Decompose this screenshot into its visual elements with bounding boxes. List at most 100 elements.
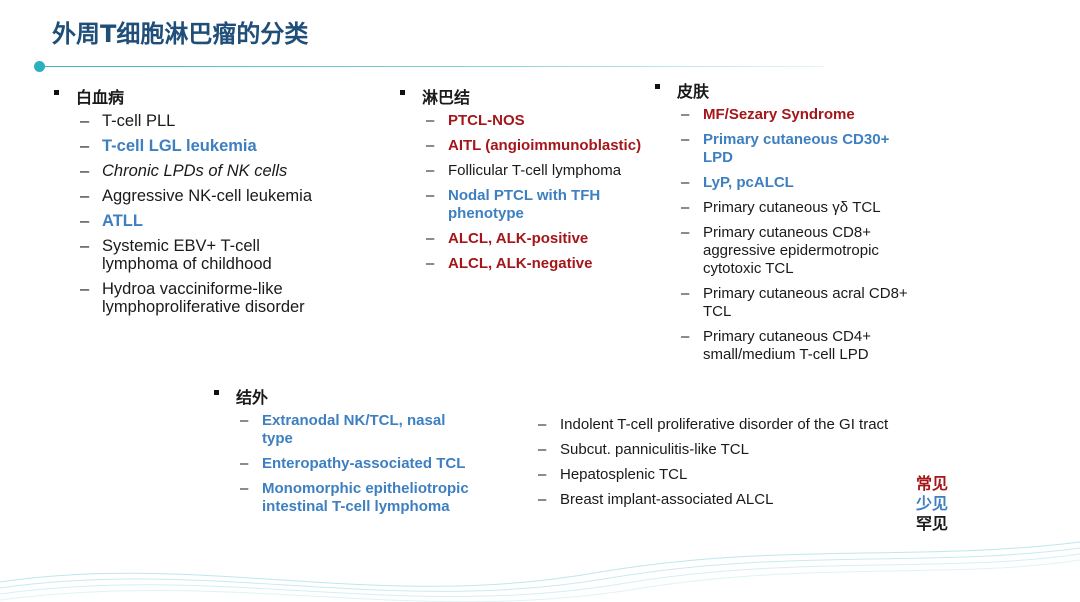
list-item-text: Primary cutaneous CD8+ aggressive epider… [703,224,879,277]
item-list: –T-cell PLL–T-cell LGL leukemia–Chronic … [80,112,329,316]
dash-bullet: – [426,230,435,247]
list-item-text: T-cell LGL leukemia [102,137,257,155]
dash-bullet: – [80,137,90,155]
list-item: –PTCL-NOS [426,112,645,130]
dash-bullet: – [426,162,435,179]
bullet-icon [214,390,219,395]
list-item: –AITL (angioimmunoblastic) [426,137,645,155]
frequency-legend: 常见 少见 罕见 [916,474,948,534]
list-item: –T-cell LGL leukemia [80,137,329,155]
section-heading: 淋巴结 [400,84,645,108]
list-item: –Subcut. panniculitis-like TCL [538,441,898,459]
list-item-text: ALCL, ALK-positive [448,230,589,247]
dash-bullet: – [240,480,249,497]
item-list: –Extranodal NK/TCL, nasal type–Enteropat… [240,412,474,516]
list-item-text: Nodal PTCL with TFH phenotype [448,187,601,222]
list-item: –Indolent T-cell proliferative disorder … [538,416,898,434]
list-item-text: Monomorphic epitheliotropic intestinal T… [262,480,469,515]
list-item-text: Indolent T-cell proliferative disorder o… [560,416,889,433]
heading-text: 白血病 [76,88,125,107]
heading-text: 皮肤 [677,82,710,101]
dash-bullet: – [80,187,90,205]
list-item-text: Enteropathy-associated TCL [262,455,466,472]
list-item-text: Extranodal NK/TCL, nasal type [262,412,446,447]
list-item: –Primary cutaneous CD4+ small/medium T-c… [681,328,920,364]
list-item: –Primary cutaneous γδ TCL [681,199,920,217]
list-item: –ALCL, ALK-positive [426,230,645,248]
dash-bullet: – [681,131,690,148]
list-item: –Monomorphic epitheliotropic intestinal … [240,480,474,516]
list-item-text: Hydroa vacciniforme-like lymphoprolifera… [102,280,305,316]
dash-bullet: – [426,187,435,204]
list-item-text: Primary cutaneous CD30+ LPD [703,131,890,166]
list-item-text: MF/Sezary Syndrome [703,106,855,123]
heading-text: 淋巴结 [422,88,471,107]
bullet-icon [400,90,405,95]
dash-bullet: – [681,328,690,345]
list-item-text: ATLL [102,212,143,230]
dash-bullet: – [80,212,90,230]
list-item-text: Primary cutaneous CD4+ small/medium T-ce… [703,328,871,363]
dash-bullet: – [426,255,435,272]
dash-bullet: – [240,412,249,429]
dash-bullet: – [538,441,547,458]
section-heading: 结外 [214,384,474,408]
list-item-text: Chronic LPDs of NK cells [102,162,288,180]
list-item-text: Breast implant-associated ALCL [560,491,774,508]
list-item: –ALCL, ALK-negative [426,255,645,273]
dash-bullet: – [80,112,90,130]
section-heading: 白血病 [54,84,329,108]
list-item: –ATLL [80,212,329,230]
dash-bullet: – [80,280,90,298]
item-list: –MF/Sezary Syndrome–Primary cutaneous CD… [681,106,920,364]
heading-text: 结外 [236,388,269,407]
list-item-text: AITL (angioimmunoblastic) [448,137,642,154]
list-item: –LyP, pcALCL [681,174,920,192]
title-divider [40,66,824,67]
list-item-text: Primary cutaneous acral CD8+ TCL [703,285,908,320]
dash-bullet: – [681,199,690,216]
list-item: –Primary cutaneous acral CD8+ TCL [681,285,920,321]
list-item: –Hydroa vacciniforme-like lymphoprolifer… [80,280,329,316]
list-item-text: LyP, pcALCL [703,174,794,191]
section-blood: 白血病 –T-cell PLL–T-cell LGL leukemia–Chro… [54,84,329,323]
list-item: –Aggressive NK-cell leukemia [80,187,329,205]
divider-dot [34,61,45,72]
list-item: –Hepatosplenic TCL [538,466,898,484]
bullet-icon [54,90,59,95]
list-item: –Enteropathy-associated TCL [240,455,474,473]
dash-bullet: – [538,491,547,508]
section-extranodal-right: –Indolent T-cell proliferative disorder … [538,416,898,516]
item-list: –PTCL-NOS–AITL (angioimmunoblastic)–Foll… [426,112,645,273]
list-item-text: PTCL-NOS [448,112,525,129]
list-item-text: Aggressive NK-cell leukemia [102,187,312,205]
dash-bullet: – [538,466,547,483]
list-item-text: T-cell PLL [102,112,176,130]
list-item-text: Primary cutaneous γδ TCL [703,199,881,216]
list-item: –Follicular T-cell lymphoma [426,162,645,180]
list-item: –Breast implant-associated ALCL [538,491,898,509]
legend-rare: 罕见 [916,514,949,533]
section-lymph: 淋巴结 –PTCL-NOS–AITL (angioimmunoblastic)–… [400,84,645,280]
dash-bullet: – [681,174,690,191]
list-item: –MF/Sezary Syndrome [681,106,920,124]
legend-less-common: 少见 [916,494,949,513]
section-extranodal: 结外 –Extranodal NK/TCL, nasal type–Entero… [214,384,474,523]
dash-bullet: – [681,106,690,123]
list-item: –Primary cutaneous CD30+ LPD [681,131,920,167]
dash-bullet: – [681,224,690,241]
page-title: 外周T细胞淋巴瘤的分类 [52,20,309,48]
legend-common: 常见 [916,474,949,493]
list-item-text: Systemic EBV+ T-cell lymphoma of childho… [102,237,272,273]
dash-bullet: – [240,455,249,472]
dash-bullet: – [681,285,690,302]
dash-bullet: – [80,237,90,255]
list-item: –Chronic LPDs of NK cells [80,162,329,180]
dash-bullet: – [80,162,90,180]
decorative-wave [0,541,1080,602]
dash-bullet: – [426,112,435,129]
list-item: –T-cell PLL [80,112,329,130]
list-item-text: Subcut. panniculitis-like TCL [560,441,749,458]
item-list: –Indolent T-cell proliferative disorder … [538,416,898,509]
dash-bullet: – [538,416,547,433]
